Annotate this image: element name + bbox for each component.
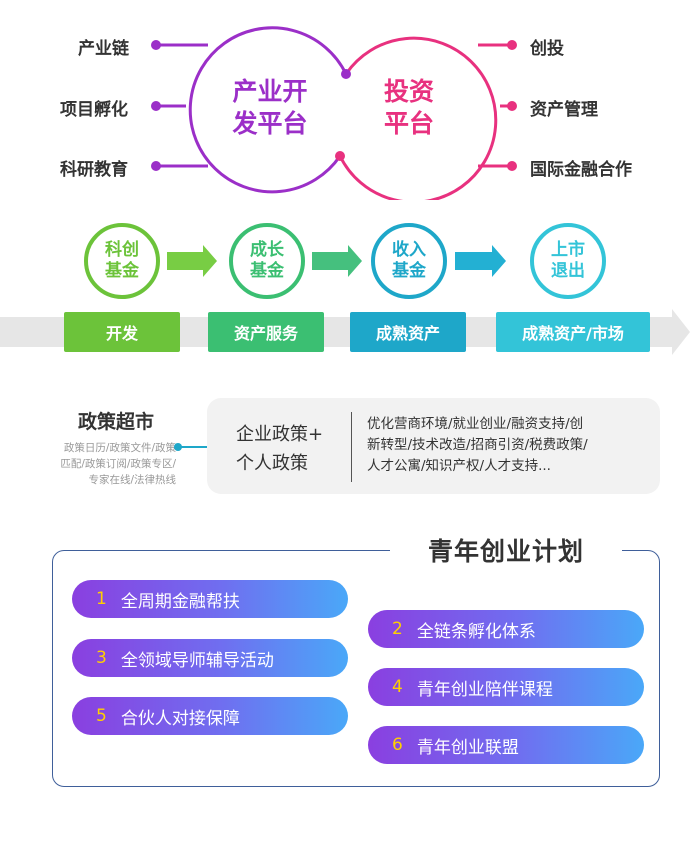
- youth-item-1-num: 1: [96, 589, 107, 609]
- youth-item-4: 4 青年创业陪伴课程: [368, 668, 644, 706]
- connector-dot-right-1: [507, 40, 517, 50]
- arrow-1: [167, 245, 217, 277]
- industry-platform-line1: 产业开: [232, 77, 308, 106]
- fund-listing-exit: 上市退出: [530, 223, 606, 299]
- policy-left-text: 企业政策+ 个人政策: [236, 420, 346, 478]
- youth-item-3: 3 全领域导师辅导活动: [72, 639, 348, 677]
- youth-item-1: 1 全周期金融帮扶: [72, 580, 348, 618]
- policy-box: [207, 398, 660, 494]
- policy-right-line1: 优化营商环境/就业创业/融资支持/创: [367, 416, 584, 432]
- policy-right-text: 优化营商环境/就业创业/融资支持/创 新转型/技术改造/招商引资/税费政策/ 人…: [367, 414, 647, 477]
- youth-item-2: 2 全链条孵化体系: [368, 610, 644, 648]
- arc-dot-top: [341, 69, 351, 79]
- right-item-intl-finance: 国际金融合作: [530, 160, 632, 180]
- industry-platform-arc: [188, 26, 348, 194]
- fund-1-line2: 基金: [105, 261, 139, 281]
- stage-bar-mature-asset: 成熟资产: [350, 312, 466, 352]
- fund-3-line1: 收入: [392, 240, 426, 260]
- connector-dot-right-3: [507, 161, 517, 171]
- connector-dot-left-2: [151, 101, 161, 111]
- fund-2-line1: 成长: [250, 240, 284, 260]
- youth-plan-frame: [52, 550, 660, 787]
- fund-3-line2: 基金: [392, 261, 426, 281]
- right-item-venture: 创投: [530, 39, 564, 59]
- left-item-industry-chain: 产业链: [78, 39, 129, 59]
- connector-dot-left-1: [151, 40, 161, 50]
- investment-platform-arc: [338, 36, 498, 200]
- youth-item-5-label: 合伙人对接保障: [120, 708, 240, 729]
- policy-left-line1: 企业政策+: [236, 424, 324, 445]
- youth-item-5-num: 5: [96, 706, 107, 726]
- connector-dot-left-3: [151, 161, 161, 171]
- left-item-research: 科研教育: [60, 160, 128, 180]
- left-item-incubation: 项目孵化: [60, 100, 128, 120]
- youth-item-6-num: 6: [392, 735, 403, 755]
- policy-divider: [351, 412, 352, 482]
- platform-diagram: [151, 26, 517, 200]
- stage-bar-asset-service: 资产服务: [208, 312, 324, 352]
- policy-left-line2: 个人政策: [236, 453, 308, 474]
- policy-connector: [174, 443, 208, 451]
- fund-sci-innovation: 科创基金: [84, 223, 160, 299]
- right-item-asset-mgmt: 资产管理: [530, 100, 598, 120]
- fund-4-line1: 上市: [551, 240, 585, 260]
- youth-item-6-label: 青年创业联盟: [416, 737, 519, 758]
- arrow-2: [312, 245, 362, 277]
- youth-item-6: 6 青年创业联盟: [368, 726, 644, 764]
- fund-income: 收入基金: [371, 223, 447, 299]
- youth-item-2-num: 2: [392, 619, 403, 639]
- youth-item-3-num: 3: [96, 648, 107, 668]
- arrow-3: [455, 245, 506, 277]
- youth-item-4-label: 青年创业陪伴课程: [416, 679, 553, 700]
- investment-platform-title: 投资 平台: [374, 76, 444, 140]
- fund-growth: 成长基金: [229, 223, 305, 299]
- policy-subtitle: 政策日历/政策文件/政策 匹配/政策订阅/政策专区/ 专家在线/法律热线: [36, 440, 176, 488]
- policy-subtitle-line2: 匹配/政策订阅/政策专区/: [60, 458, 176, 470]
- fund-2-line2: 基金: [250, 261, 284, 281]
- youth-item-1-label: 全周期金融帮扶: [120, 591, 240, 612]
- youth-item-3-label: 全领域导师辅导活动: [120, 650, 274, 671]
- industry-platform-line2: 发平台: [232, 109, 308, 138]
- youth-item-2-label: 全链条孵化体系: [416, 621, 536, 642]
- connector-dot-right-2: [507, 101, 517, 111]
- policy-right-line3: 人才公寓/知识产权/人才支持...: [367, 458, 551, 474]
- policy-right-line2: 新转型/技术改造/招商引资/税费政策/: [367, 437, 588, 453]
- arc-dot-bottom: [335, 151, 345, 161]
- stage-bar-development: 开发: [64, 312, 180, 352]
- youth-item-5: 5 合伙人对接保障: [72, 697, 348, 735]
- policy-subtitle-line1: 政策日历/政策文件/政策: [63, 442, 176, 454]
- investment-platform-line2: 平台: [383, 109, 434, 138]
- industry-platform-title: 产业开 发平台: [222, 76, 318, 140]
- policy-subtitle-line3: 专家在线/法律热线: [88, 474, 176, 486]
- fund-4-line2: 退出: [551, 261, 585, 281]
- investment-platform-line1: 投资: [383, 77, 434, 106]
- youth-item-4-num: 4: [392, 677, 403, 697]
- fund-1-line1: 科创: [105, 240, 139, 260]
- stage-bar-mature-market: 成熟资产/市场: [496, 312, 650, 352]
- youth-plan-title: 青年创业计划: [390, 532, 622, 572]
- policy-title: 政策超市: [78, 411, 155, 433]
